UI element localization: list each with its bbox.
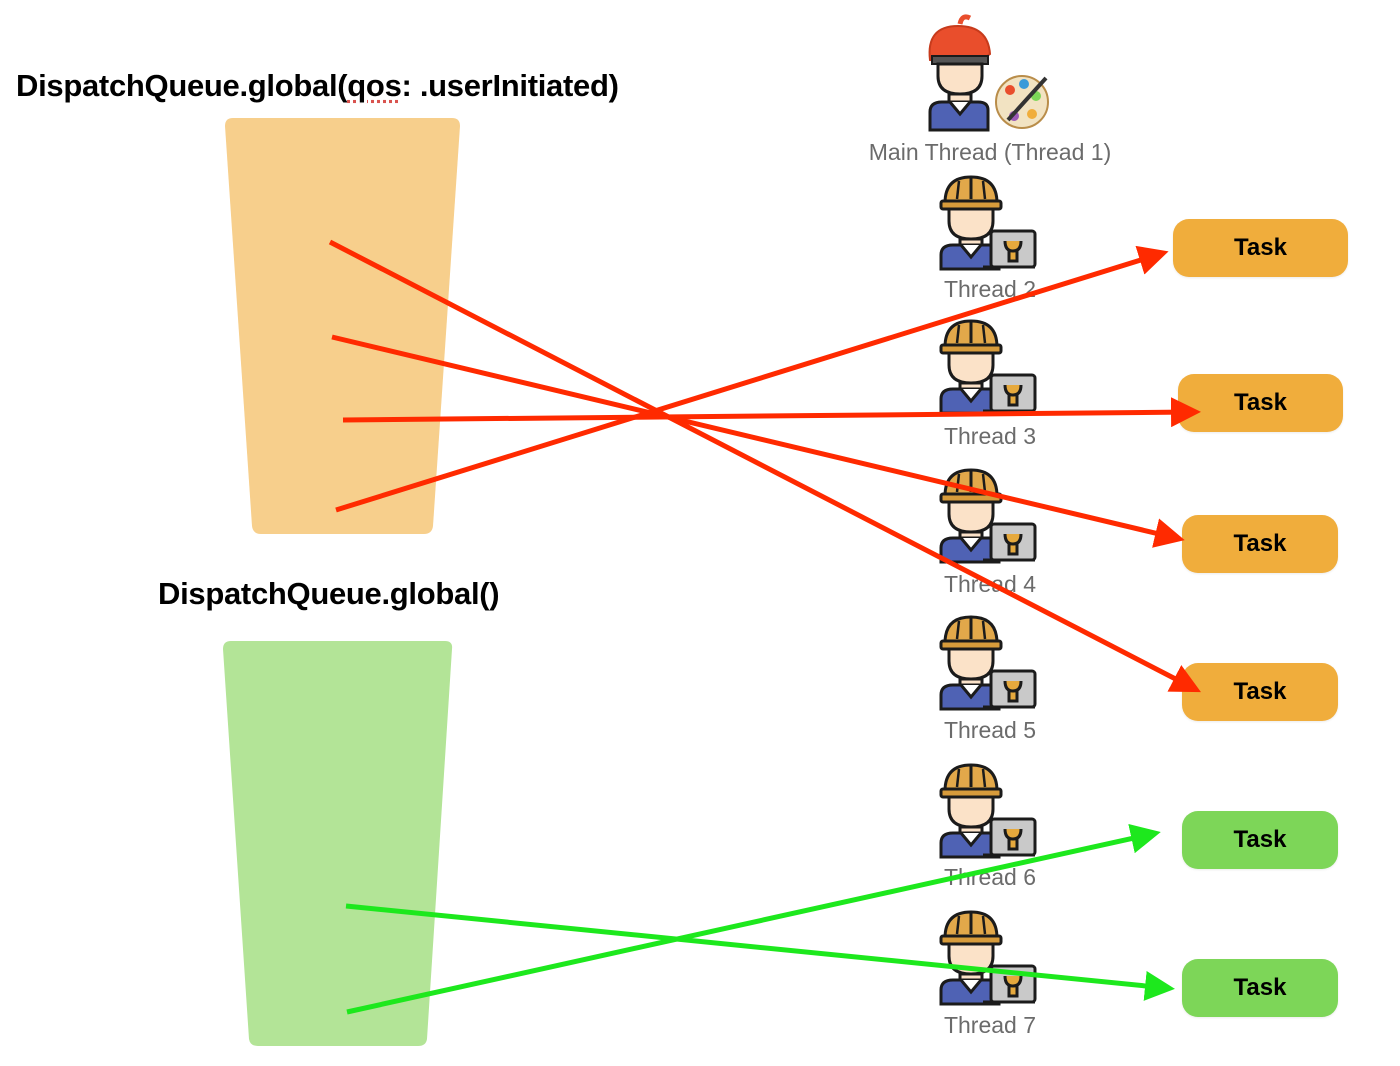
- arrow: [328, 239, 1201, 693]
- chef-painter-icon: [928, 14, 1049, 132]
- thread-label-3: Thread 3: [943, 423, 1037, 449]
- arrow: [331, 334, 1185, 548]
- task-box: Task: [1178, 374, 1343, 432]
- arrow: [342, 397, 1201, 428]
- task-box: Task: [1182, 663, 1338, 721]
- title-suffix: : .userInitiated): [401, 68, 619, 103]
- default-queue-shape: [223, 641, 453, 1046]
- title-prefix: DispatchQueue.global(: [16, 68, 348, 103]
- green-arrows: [345, 823, 1175, 1015]
- red-arrows: [328, 239, 1201, 693]
- thread-label-7: Thread 7: [943, 1012, 1037, 1038]
- task-box: Task: [1182, 811, 1338, 869]
- arrow: [345, 903, 1175, 1001]
- thread-label-main: Main Thread (Thread 1): [868, 139, 1112, 165]
- arrow: [335, 245, 1169, 513]
- task-box: Task: [1173, 219, 1348, 277]
- arrow: [346, 823, 1161, 1015]
- title-flagged-word: qos: [347, 68, 402, 103]
- default-queue-title: DispatchQueue.global(): [158, 576, 500, 611]
- user-initiated-queue-title: DispatchQueue.global(qos: .userInitiated…: [16, 68, 619, 104]
- user-initiated-queue-shape: [225, 118, 460, 534]
- task-box: Task: [1182, 515, 1338, 573]
- thread-label-5: Thread 5: [943, 717, 1037, 743]
- task-box: Task: [1182, 959, 1338, 1017]
